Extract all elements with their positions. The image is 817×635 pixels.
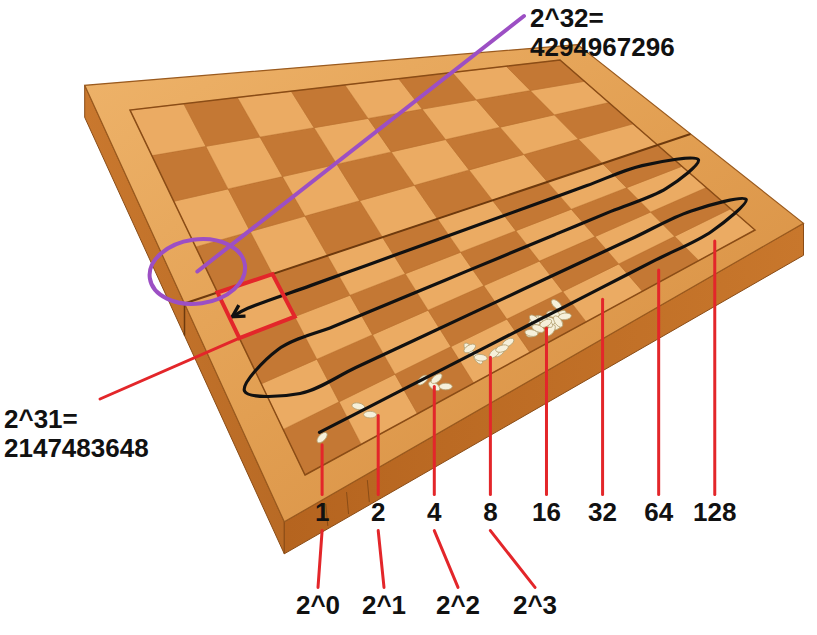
chessboard — [85, 45, 804, 554]
rice-grain — [524, 329, 538, 338]
annotation-marks — [145, 158, 746, 432]
red-leader-line — [377, 416, 380, 495]
rice-grain — [364, 411, 377, 418]
red-leader-line — [490, 531, 535, 588]
purple-leader-line — [197, 16, 524, 271]
red-leader-line — [378, 531, 384, 588]
grain-count-label: 64 — [644, 498, 673, 527]
board-hinge — [184, 304, 186, 336]
rice-grain — [495, 343, 509, 353]
grain-count-label: 32 — [588, 498, 617, 527]
rice-grain — [474, 354, 488, 362]
power-value-label: 2^31= 2147483648 — [4, 405, 149, 463]
red-leader-line — [434, 531, 458, 588]
grain-count-label: 4 — [427, 498, 441, 527]
red-leader-line — [601, 299, 604, 494]
wood-groove — [367, 480, 369, 502]
rice-grain — [552, 314, 565, 328]
red-leader-line — [713, 241, 716, 495]
grain-count-label: 128 — [693, 498, 736, 527]
grain-count-label: 16 — [532, 498, 561, 527]
board-inner-border — [130, 60, 755, 475]
red-leader-line — [321, 445, 324, 495]
grain-count-label: 2 — [371, 498, 385, 527]
total-power-label: 2^32= 4294967296 — [530, 4, 675, 62]
red-leader-line — [545, 328, 548, 494]
red-leader-line — [318, 531, 322, 588]
rice-grain — [439, 383, 452, 390]
red-leader-line — [489, 357, 492, 494]
power-label: 2^2 — [436, 591, 480, 620]
wood-groove — [347, 492, 349, 514]
power-label: 2^1 — [362, 591, 406, 620]
board-frame — [85, 45, 804, 522]
board-side-face — [284, 223, 803, 554]
red-leader-line — [657, 270, 660, 494]
power-label: 2^3 — [513, 591, 557, 620]
power-label: 2^0 — [296, 591, 340, 620]
red-leader-line — [433, 386, 436, 494]
leader-lines — [100, 16, 715, 587]
grain-count-label: 1 — [315, 498, 329, 527]
red-leader-line — [100, 338, 239, 399]
highlight-square — [218, 274, 295, 338]
grain-count-label: 8 — [483, 498, 497, 527]
